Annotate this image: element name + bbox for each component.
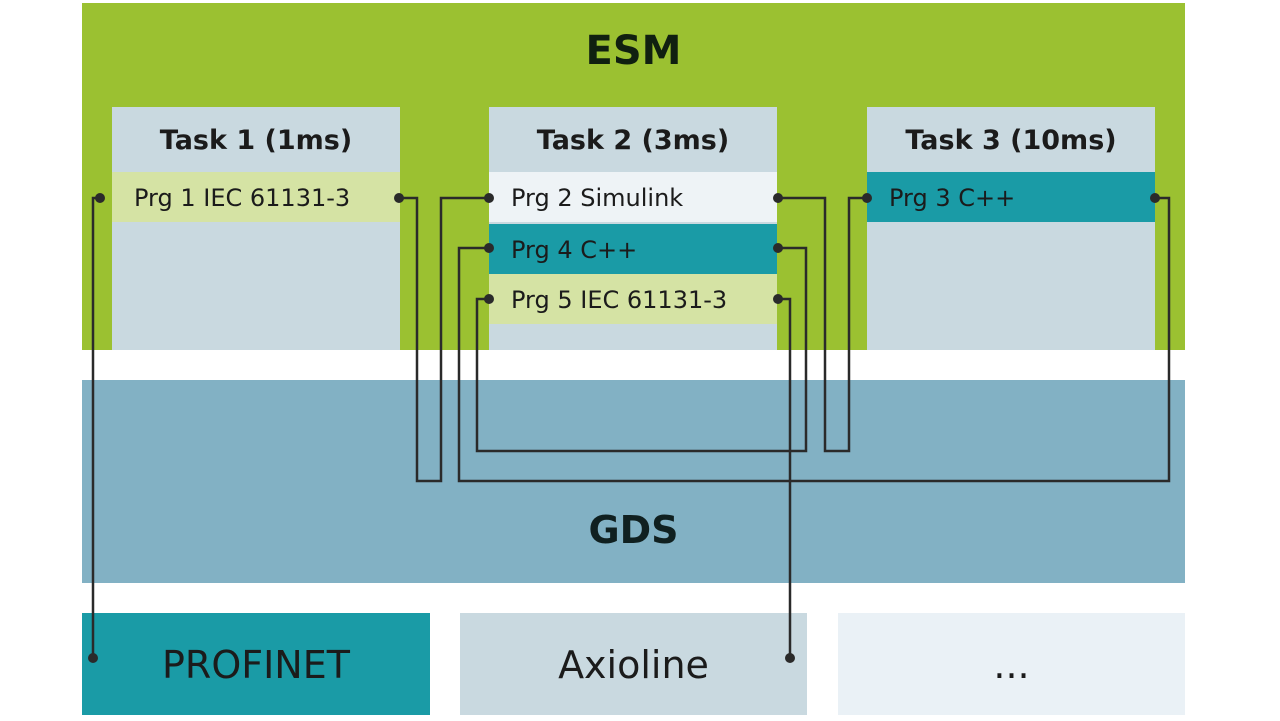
task-title: Task 2 (3ms) [536,125,730,156]
task-title: Task 1 (1ms) [159,125,353,156]
link-prg2-prg3 [778,196,867,453]
connector-dot [773,243,783,253]
esm-title: ESM [585,28,682,74]
link-prg1-profinet [91,196,100,658]
task-3: Task 3 (10ms) Prg 3 C++ [867,107,1155,350]
program-prg5: Prg 5 IEC 61131-3 [489,274,777,324]
program-prg2: Prg 2 Simulink [489,172,777,222]
program-prg3: Prg 3 C++ [867,172,1155,222]
link-prg1-prg2 [399,196,489,483]
connector-dot [484,243,494,253]
task-2: Task 2 (3ms) Prg 2 Simulink Prg 4 C++ Pr… [489,107,777,350]
program-prg4: Prg 4 C++ [489,224,777,274]
connector-dot [785,653,795,663]
gds-title: GDS [588,508,679,552]
connector-dot [862,193,872,203]
link-prg3-prg4 [457,196,1171,483]
task-1: Task 1 (1ms) Prg 1 IEC 61131-3 [112,107,400,350]
link-prg5-axioline [778,297,792,658]
connector-dot [484,294,494,304]
connector-dot [773,193,783,203]
connector-dot [95,193,105,203]
connector-dot [1150,193,1160,203]
connector-dot [773,294,783,304]
link-prg4-prg5 [475,246,808,453]
connector-dot [484,193,494,203]
bus-profinet: PROFINET [82,613,430,715]
connector-dot [394,193,404,203]
task-title: Task 3 (10ms) [905,125,1117,156]
bus-axioline: Axioline [460,613,807,715]
bus-more: ... [838,613,1185,715]
program-prg1: Prg 1 IEC 61131-3 [112,172,400,222]
connector-dot [88,653,98,663]
